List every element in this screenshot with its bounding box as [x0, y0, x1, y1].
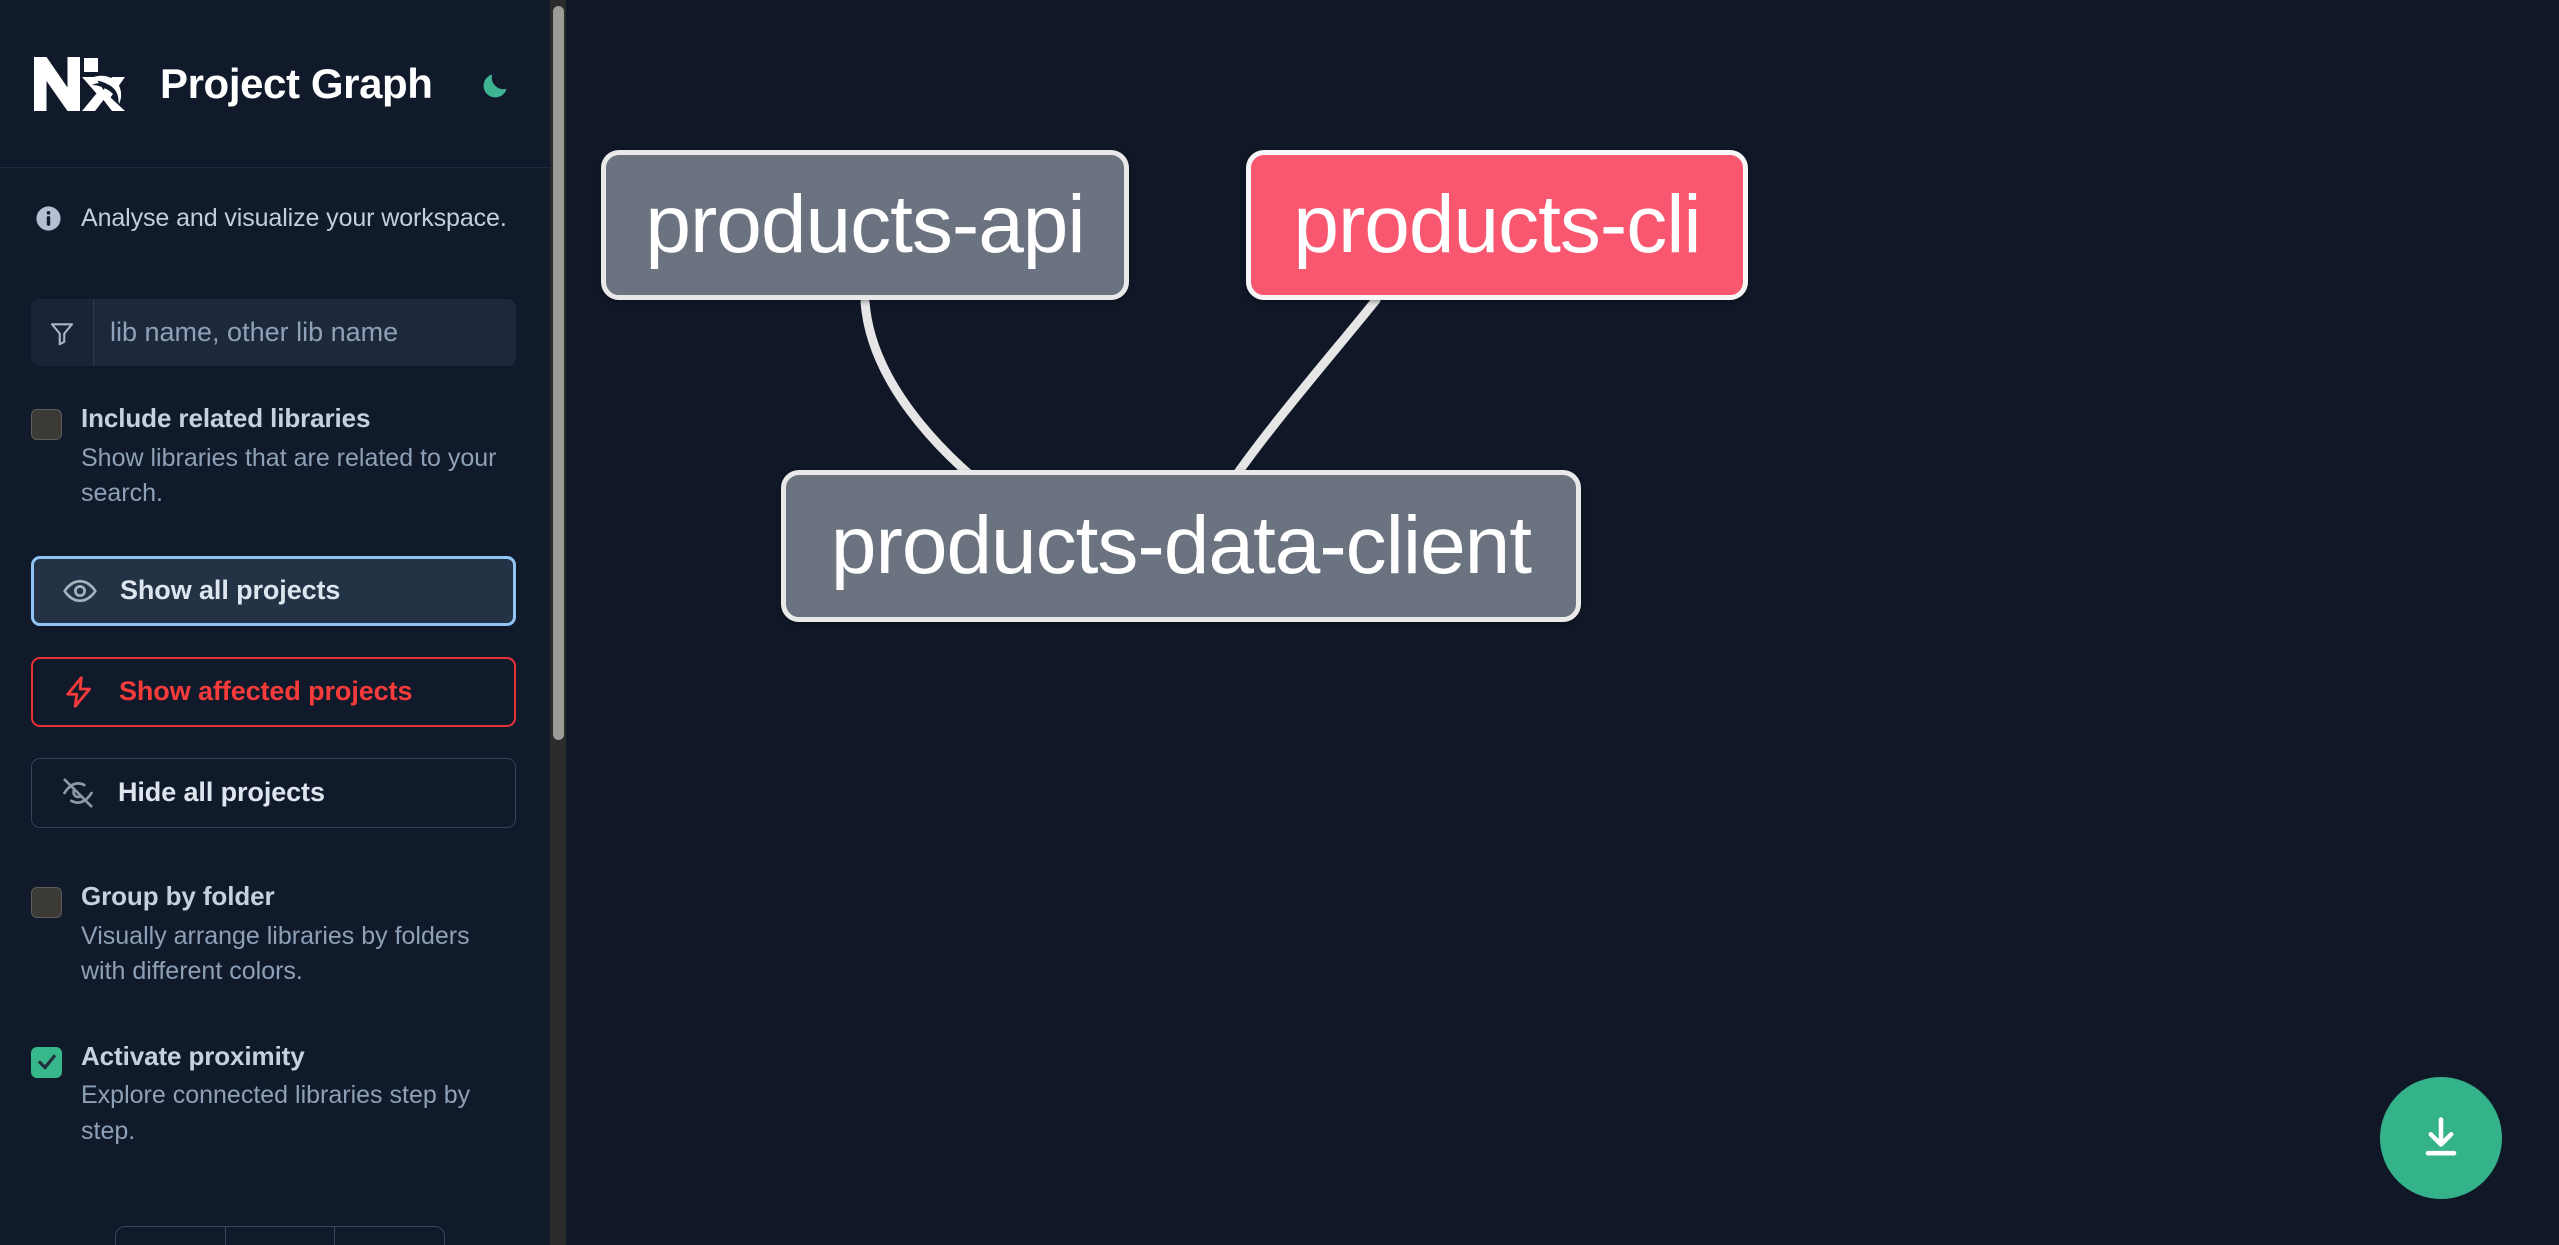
download-graph-button[interactable]: [2380, 1077, 2502, 1199]
sidebar-scrollbar-track[interactable]: [550, 0, 566, 1245]
sidebar-tagline: Analyse and visualize your workspace.: [0, 168, 550, 233]
eye-off-icon: [60, 775, 96, 811]
show-affected-projects-label: Show affected projects: [119, 676, 413, 707]
tagline-text: Analyse and visualize your workspace.: [81, 204, 507, 232]
checkbox-activate-proximity[interactable]: [31, 1046, 62, 1078]
sidebar: Project Graph Analyse and visualize yo: [0, 0, 566, 1245]
project-graph-canvas[interactable]: products-api products-cli products-data-…: [566, 0, 2559, 1245]
option-label: Activate proximity: [81, 1040, 305, 1071]
segment-1[interactable]: [116, 1227, 226, 1245]
option-description: Explore connected libraries step by step…: [81, 1081, 471, 1145]
option-label: Include related libraries: [81, 403, 371, 433]
proximity-step-segmented-control[interactable]: [115, 1226, 445, 1245]
info-icon: [34, 204, 63, 233]
graph-node-products-api[interactable]: products-api: [601, 150, 1129, 300]
option-label: Group by folder: [81, 880, 275, 911]
option-activate-proximity[interactable]: Activate proximity Explore connected lib…: [0, 1040, 550, 1150]
moon-icon[interactable]: [471, 58, 523, 110]
segment-2[interactable]: [226, 1227, 336, 1245]
show-all-projects-label: Show all projects: [120, 575, 341, 606]
project-action-buttons: Show all projects Show affected projects: [31, 555, 516, 828]
option-text: Activate proximity Explore connected lib…: [81, 1040, 510, 1150]
option-description: Show libraries that are related to your …: [81, 443, 497, 508]
option-description: Visually arrange libraries by folders wi…: [81, 921, 470, 986]
segment-3[interactable]: [335, 1227, 444, 1245]
page-title: Project Graph: [160, 59, 433, 107]
filter-funnel-icon[interactable]: [31, 299, 94, 366]
graph-node-label: products-data-client: [830, 500, 1532, 591]
lightning-bolt-icon: [61, 674, 97, 710]
graph-node-label: products-cli: [1293, 179, 1701, 270]
show-all-projects-button[interactable]: Show all projects: [31, 555, 516, 626]
graph-node-products-data-client[interactable]: products-data-client: [781, 470, 1581, 622]
search-input[interactable]: [94, 299, 516, 366]
checkbox-group-by-folder[interactable]: [31, 886, 62, 918]
eye-icon: [62, 573, 98, 609]
option-text: Group by folder Visually arrange librari…: [81, 880, 510, 990]
checkbox-include-related-libraries[interactable]: [31, 409, 62, 440]
show-affected-projects-button[interactable]: Show affected projects: [31, 656, 516, 727]
hide-all-projects-label: Hide all projects: [118, 777, 325, 808]
sidebar-scrollbar-thumb[interactable]: [553, 6, 564, 740]
sidebar-scroll-region: Project Graph Analyse and visualize yo: [0, 0, 550, 1245]
nx-logo: [30, 53, 126, 115]
graph-node-label: products-api: [645, 179, 1085, 270]
graph-node-products-cli[interactable]: products-cli: [1246, 150, 1748, 300]
option-include-related-libraries[interactable]: Include related libraries Show libraries…: [0, 402, 550, 512]
filter-bar: [31, 299, 516, 366]
sidebar-header: Project Graph: [0, 0, 550, 168]
option-group-by-folder[interactable]: Group by folder Visually arrange librari…: [0, 880, 550, 990]
option-text: Include related libraries Show libraries…: [81, 402, 510, 512]
hide-all-projects-button[interactable]: Hide all projects: [31, 757, 516, 828]
